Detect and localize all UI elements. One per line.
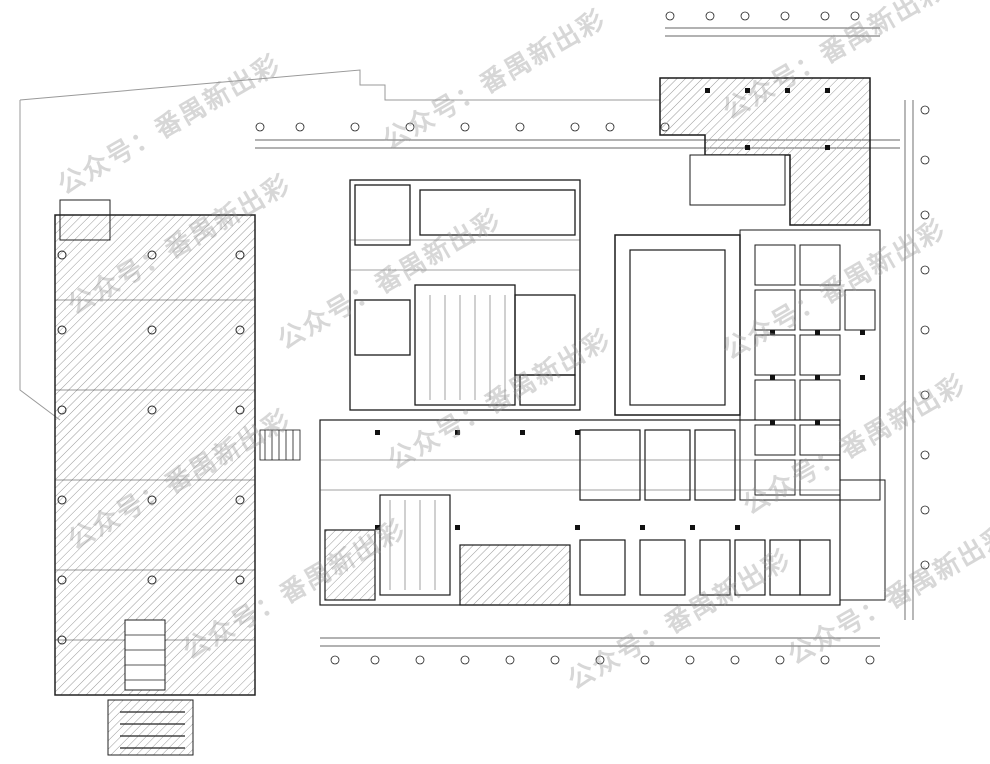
- lower-wing-columns: [375, 430, 740, 530]
- existing-building-block: [54, 199, 256, 756]
- top-right-block: [659, 77, 871, 226]
- stair-symbol: [259, 429, 301, 461]
- right-wing-columns: [770, 330, 865, 425]
- court-area: [629, 249, 726, 406]
- axis-bubbles-bottom: [330, 655, 875, 665]
- dimension-lines-right: [904, 100, 914, 620]
- court-outline: [614, 234, 741, 416]
- site-boundary-line: [19, 69, 660, 101]
- interior-grid-central: [350, 239, 580, 400]
- site-boundary-line-left: [19, 100, 61, 421]
- lower-wing: [319, 419, 841, 606]
- lower-wing-grid: [320, 459, 840, 590]
- axis-bubbles-top: [255, 11, 860, 132]
- dimension-lines-bottom: [320, 637, 880, 647]
- central-block: [349, 179, 581, 411]
- axis-bubbles-right: [920, 105, 930, 570]
